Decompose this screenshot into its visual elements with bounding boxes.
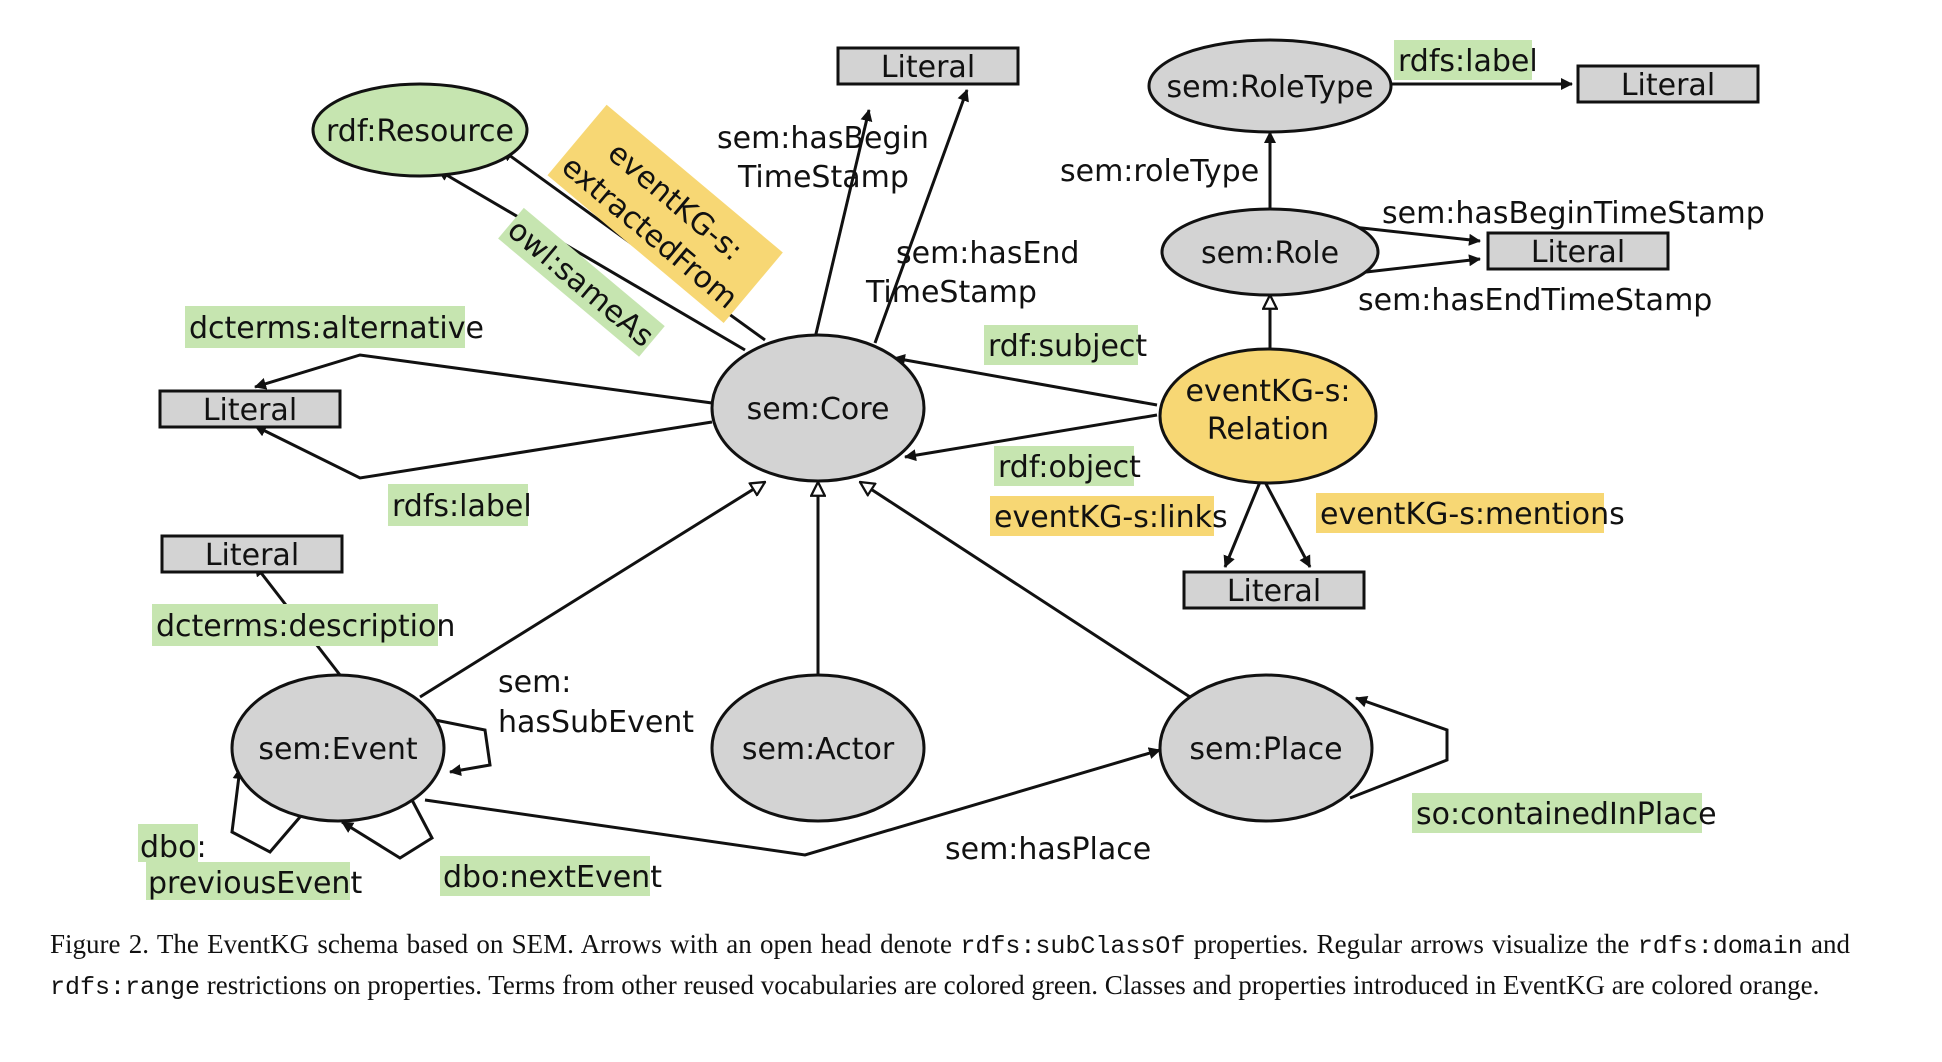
caption-text-4: restrictions on properties. Terms from o… bbox=[200, 970, 1820, 1000]
node-place: sem:Place bbox=[1158, 673, 1374, 823]
label-mentions: eventKG-s:mentions bbox=[1316, 493, 1625, 533]
svg-text:rdf:subject: rdf:subject bbox=[988, 329, 1147, 364]
svg-text:dbo:nextEvent: dbo:nextEvent bbox=[443, 860, 662, 895]
label-has-place: sem:hasPlace bbox=[945, 832, 1151, 867]
label-rdf-subject: rdf:subject bbox=[984, 325, 1147, 365]
label-previous-event: dbo: previousEvent bbox=[138, 824, 362, 901]
literal-box-event: Literal bbox=[160, 534, 344, 574]
node-role-type: sem:RoleType bbox=[1147, 38, 1393, 134]
svg-text:rdfs:label: rdfs:label bbox=[1398, 44, 1538, 79]
literal-label: Literal bbox=[205, 538, 299, 573]
node-rdf-resource: rdf:Resource bbox=[311, 82, 529, 178]
edge-links bbox=[1223, 481, 1262, 568]
node-label: sem:Event bbox=[258, 732, 418, 767]
label-role-end: sem:hasEndTimeStamp bbox=[1358, 283, 1712, 318]
node-label-line1: eventKG-s: bbox=[1186, 374, 1351, 409]
node-label: sem:Role bbox=[1201, 236, 1339, 271]
caption-text-1: Figure 2. The EventKG schema based on SE… bbox=[50, 929, 961, 959]
label-dcterms-description: dcterms:description bbox=[152, 604, 455, 646]
caption-text-3: and bbox=[1802, 929, 1851, 959]
edge-event-subclass bbox=[419, 482, 765, 699]
edge-has-sub-event-loop bbox=[434, 718, 492, 777]
label-rdfs-label-roletype: rdfs:label bbox=[1394, 40, 1538, 80]
edge-rdf-subject bbox=[893, 354, 1158, 407]
caption-code-domain: rdfs:domain bbox=[1637, 932, 1803, 961]
edge-previous-event-loop bbox=[230, 767, 308, 854]
literal-box-core: Literal bbox=[158, 389, 342, 429]
label-rdf-object: rdf:object bbox=[994, 446, 1141, 486]
svg-text:eventKG-s:links: eventKG-s:links bbox=[994, 500, 1228, 535]
literal-box-top: Literal bbox=[836, 46, 1020, 86]
node-core: sem:Core bbox=[710, 333, 926, 483]
label-has-begin-line1: sem:hasBegin bbox=[717, 121, 929, 156]
edge-rdf-object bbox=[904, 413, 1158, 462]
label-role-type: sem:roleType bbox=[1060, 154, 1259, 189]
svg-text:dbo:: dbo: bbox=[140, 830, 207, 865]
svg-text:rdf:object: rdf:object bbox=[998, 450, 1141, 485]
label-has-sub-event-line2: hasSubEvent bbox=[498, 705, 694, 740]
label-has-end-line1: sem:hasEnd bbox=[896, 236, 1079, 271]
edge-contained-in-place-loop bbox=[1349, 695, 1449, 800]
edges bbox=[230, 78, 1573, 860]
node-actor: sem:Actor bbox=[710, 673, 926, 823]
label-rdfs-label-core: rdfs:label bbox=[388, 484, 532, 526]
label-contained-in-place: so:containedInPlace bbox=[1412, 793, 1717, 833]
svg-text:dcterms:alternative: dcterms:alternative bbox=[189, 311, 484, 346]
eventkg-schema-diagram: rdf:Resource sem:Core sem:Event sem:Acto… bbox=[138, 38, 1765, 901]
caption-text-2: properties. Regular arrows visualize the bbox=[1185, 929, 1638, 959]
node-event: sem:Event bbox=[230, 673, 446, 823]
literal-label: Literal bbox=[1227, 574, 1321, 609]
node-label: sem:RoleType bbox=[1167, 70, 1374, 105]
edge-has-place bbox=[424, 747, 1161, 857]
edge-rdfs-label-core bbox=[254, 420, 713, 480]
caption-code-range: rdfs:range bbox=[50, 973, 201, 1002]
svg-text:rdfs:label: rdfs:label bbox=[392, 489, 532, 524]
edge-dcterms-alternative bbox=[254, 353, 713, 405]
node-role: sem:Role bbox=[1160, 207, 1380, 297]
edge-has-begin-timestamp bbox=[813, 109, 873, 339]
edge-next-event-loop bbox=[341, 799, 434, 860]
node-label: rdf:Resource bbox=[326, 114, 514, 149]
svg-text:so:containedInPlace: so:containedInPlace bbox=[1416, 797, 1717, 832]
node-relation: eventKG-s: Relation bbox=[1158, 347, 1378, 485]
literal-label: Literal bbox=[1621, 68, 1715, 103]
figure-caption: Figure 2. The EventKG schema based on SE… bbox=[50, 925, 1850, 1007]
node-label: sem:Core bbox=[747, 392, 890, 427]
literal-label: Literal bbox=[881, 50, 975, 85]
literal-label: Literal bbox=[1531, 235, 1625, 270]
literal-label: Literal bbox=[203, 393, 297, 428]
label-next-event: dbo:nextEvent bbox=[440, 856, 662, 896]
literal-box-relation: Literal bbox=[1182, 570, 1366, 610]
label-has-begin-line2: TimeStamp bbox=[737, 160, 909, 195]
literal-box-roletype: Literal bbox=[1576, 64, 1760, 104]
node-label-line2: Relation bbox=[1207, 412, 1329, 447]
label-role-begin: sem:hasBeginTimeStamp bbox=[1382, 196, 1765, 231]
literal-box-role: Literal bbox=[1486, 231, 1670, 271]
edge-mentions bbox=[1263, 481, 1312, 568]
label-has-sub-event-line1: sem: bbox=[498, 665, 571, 700]
caption-code-subclassof: rdfs:subClassOf bbox=[960, 932, 1186, 961]
label-dcterms-alternative: dcterms:alternative bbox=[185, 306, 484, 348]
edge-has-end-timestamp bbox=[873, 89, 969, 344]
edge-same-as bbox=[437, 168, 746, 352]
svg-text:previousEvent: previousEvent bbox=[148, 866, 362, 901]
label-has-end-line2: TimeStamp bbox=[865, 275, 1037, 310]
node-label: sem:Place bbox=[1189, 732, 1342, 767]
node-label: sem:Actor bbox=[742, 732, 895, 767]
svg-text:eventKG-s:mentions: eventKG-s:mentions bbox=[1320, 497, 1625, 532]
label-links: eventKG-s:links bbox=[990, 496, 1228, 536]
edge-place-subclass bbox=[860, 482, 1191, 699]
svg-text:dcterms:description: dcterms:description bbox=[156, 609, 455, 644]
